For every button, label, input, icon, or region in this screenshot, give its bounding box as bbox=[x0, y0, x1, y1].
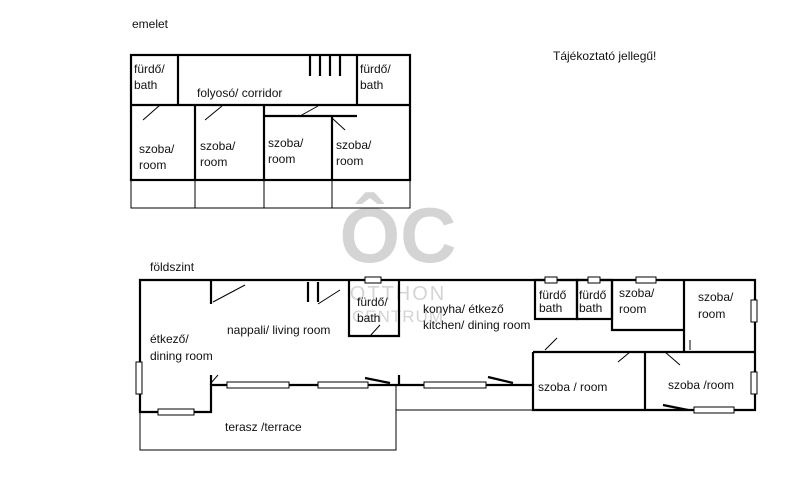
terrace-outline bbox=[139, 385, 397, 451]
dining-room-label: étkező/dining room bbox=[150, 332, 213, 363]
upper-balcony-outline bbox=[130, 180, 411, 209]
upper-room2-label: szoba/room bbox=[200, 139, 236, 169]
upper-outer-wall bbox=[129, 53, 412, 182]
room-c-label: szoba / room bbox=[538, 380, 607, 394]
upper-floor-heading: emelet bbox=[132, 17, 169, 31]
ground-bath-walls bbox=[347, 280, 401, 338]
upper-floor-plan bbox=[129, 53, 412, 209]
ground-floor-heading: földszint bbox=[150, 260, 195, 274]
room-a-walls bbox=[610, 280, 686, 332]
corridor-label: folyosó/ corridor bbox=[197, 86, 282, 100]
terrace-label: terasz /terrace bbox=[225, 420, 302, 434]
upper-room1-label: szoba/room bbox=[139, 142, 175, 172]
watermark-line1: OTTHON bbox=[350, 283, 446, 305]
living-room-label: nappali/ living room bbox=[227, 323, 330, 337]
upper-bath-right-label: fürdő/bath bbox=[360, 62, 391, 92]
watermark-logo: ÔC OTTHON CENTRUM bbox=[340, 191, 457, 326]
watermark-logo-text: ÔC bbox=[340, 191, 457, 279]
room-a-label: szoba/room bbox=[619, 286, 655, 316]
ground-floor-plan bbox=[135, 276, 758, 451]
upper-room3-label: szoba/room bbox=[268, 136, 304, 166]
upper-room4-label: szoba/room bbox=[336, 138, 372, 168]
room-b-label: szoba/room bbox=[698, 290, 734, 321]
room-d-label: szoba /room bbox=[668, 378, 734, 392]
upper-bath-left-label: fürdő/bath bbox=[134, 62, 165, 92]
watermark-line2: CENTRUM bbox=[352, 307, 444, 326]
notice-text: Tájékoztató jellegű! bbox=[553, 49, 656, 63]
ground-outer-wall bbox=[138, 278, 757, 414]
ground-bath-label: fürdő/bath bbox=[357, 295, 388, 325]
